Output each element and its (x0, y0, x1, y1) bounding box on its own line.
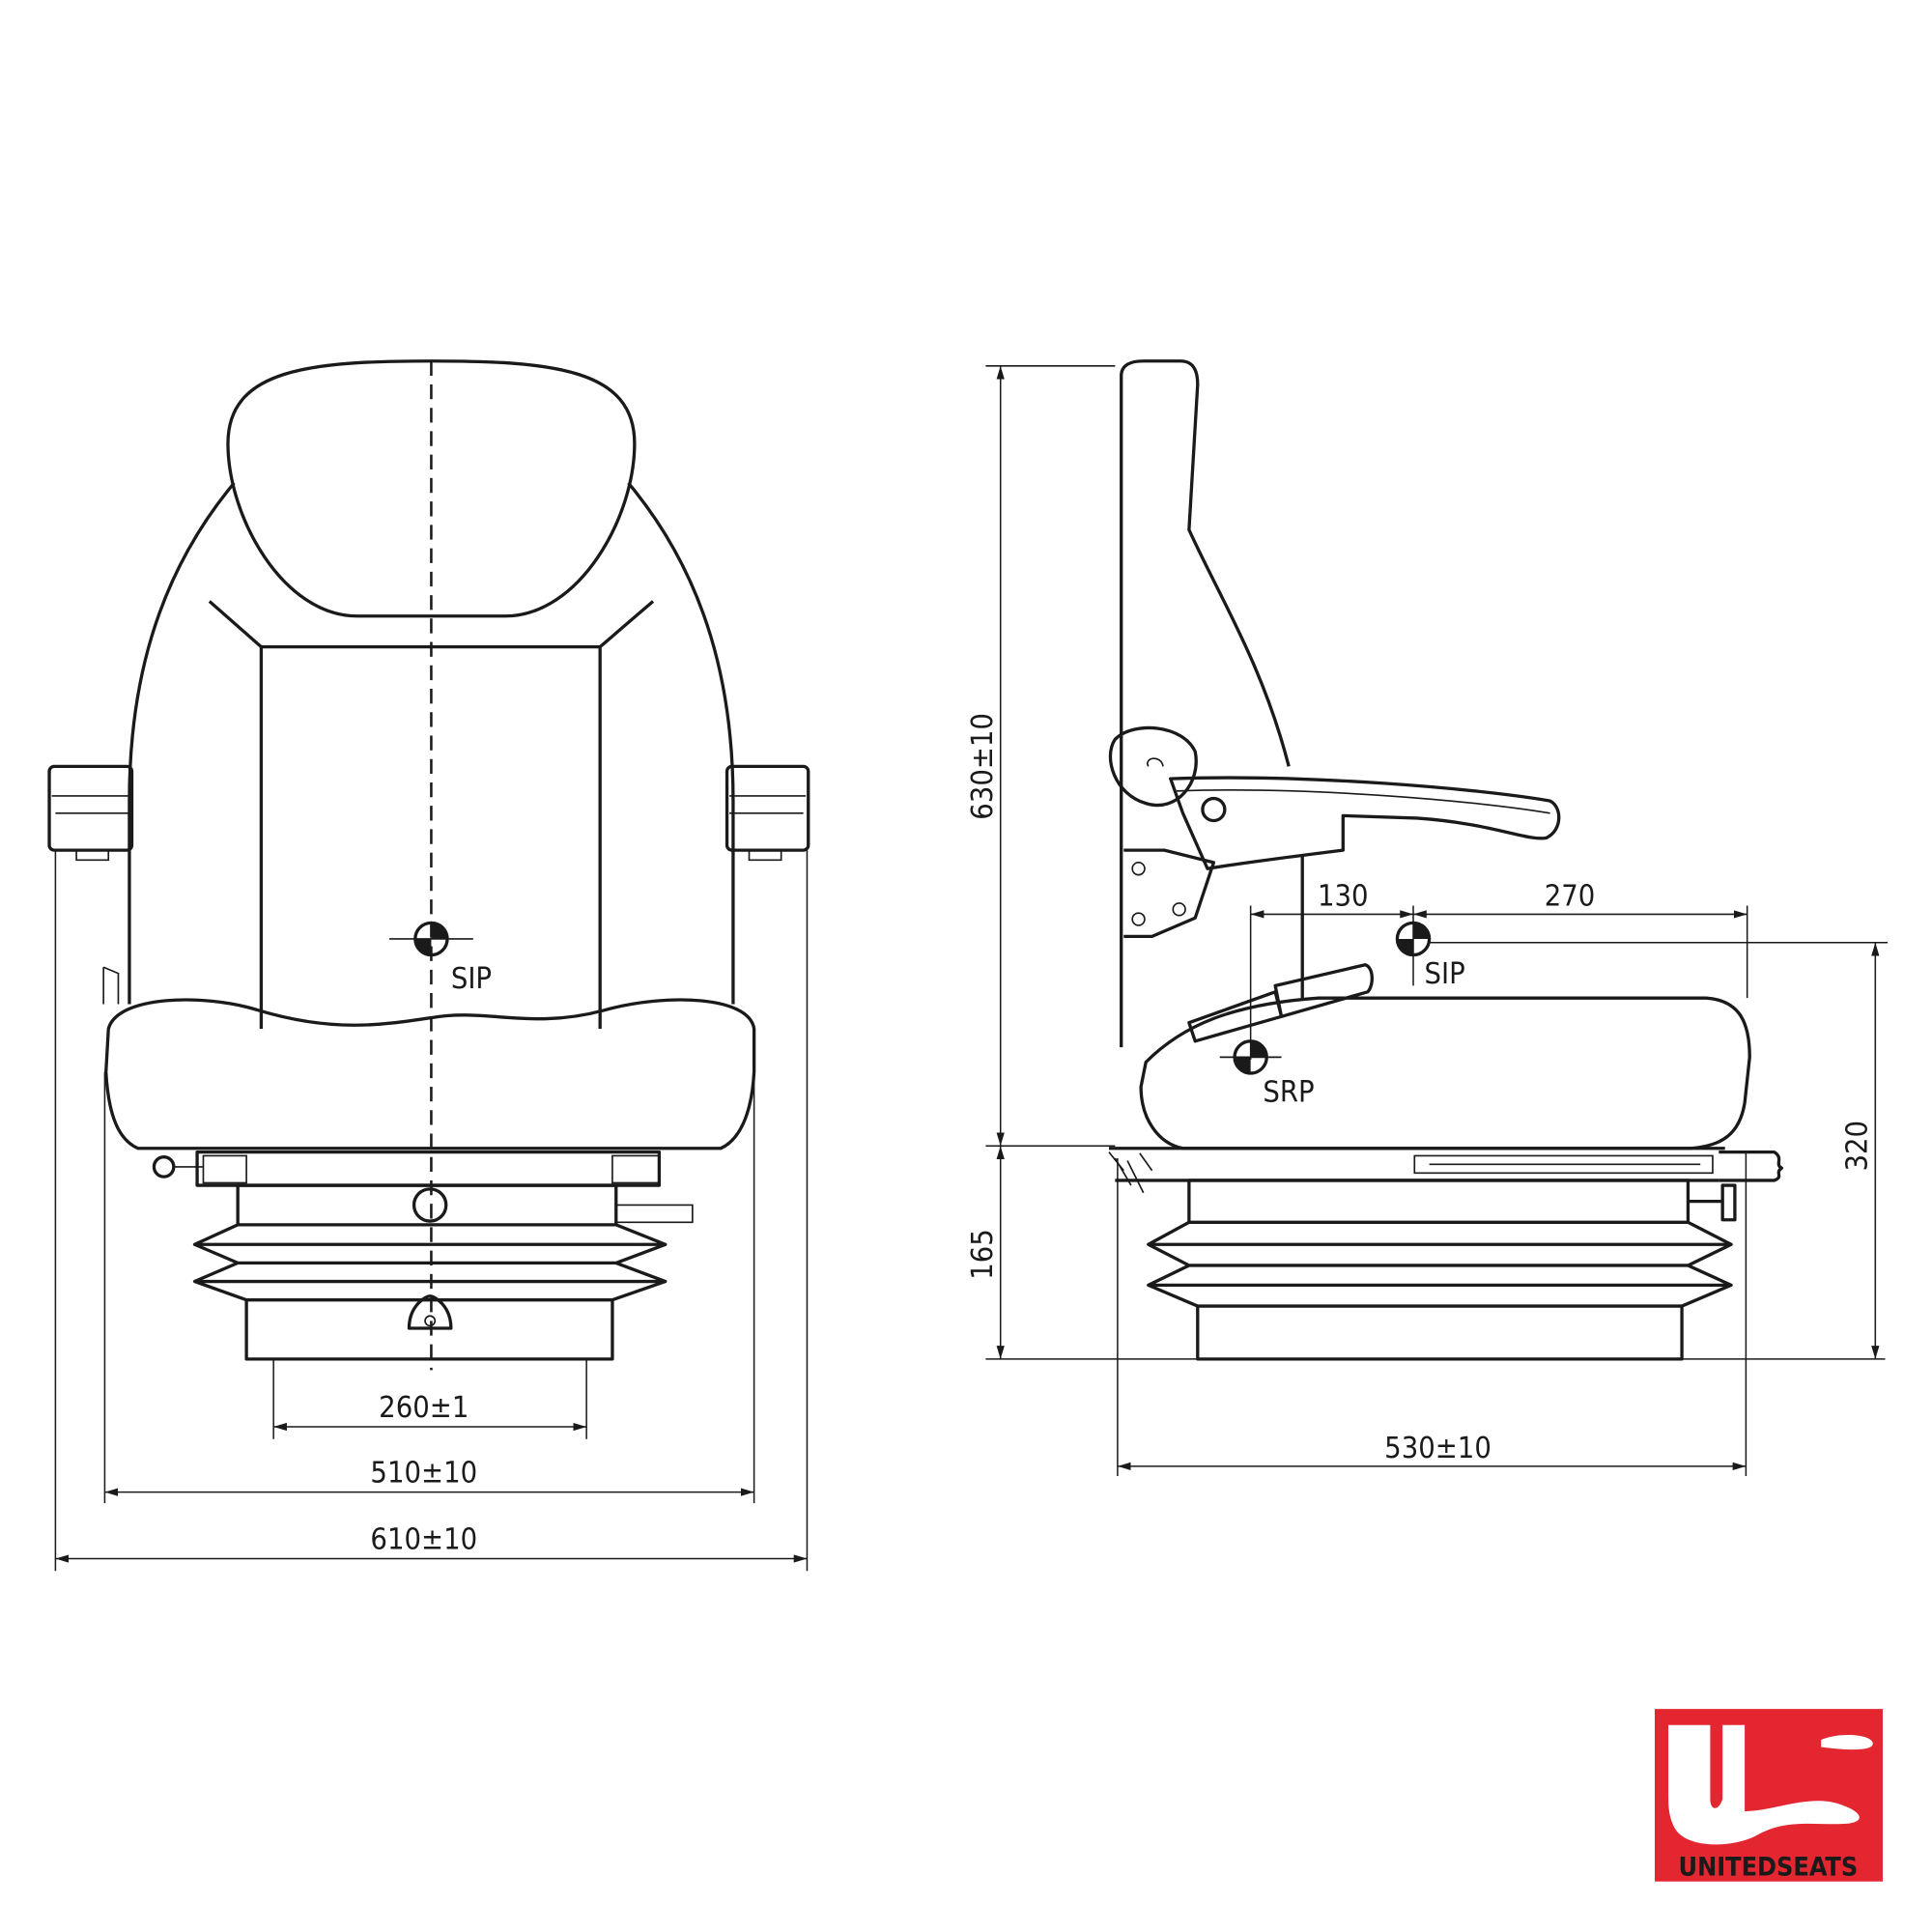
dim-srp-to-sip: 130 (1318, 879, 1369, 913)
side-armrest (1169, 776, 1561, 870)
side-view: SIP SRP 630±10 165 320 530±10 130 270 (966, 359, 1889, 1477)
armrest-right (724, 764, 810, 862)
suspension-top (236, 1183, 618, 1227)
side-suspension-top (1187, 1179, 1690, 1224)
dim-sip-height: 320 (1840, 1121, 1874, 1172)
backrest-outline (128, 481, 735, 1005)
adjust-knob-icon (152, 1155, 176, 1179)
side-bellows (1147, 1220, 1733, 1308)
sip-marker-icon (389, 921, 473, 957)
headrest (226, 359, 637, 618)
sip-label: SIP (451, 962, 492, 996)
side-backrest (1120, 359, 1291, 1048)
armrest-bracket (1123, 848, 1216, 939)
backrest-lever (102, 966, 120, 1005)
side-suspension-base (1196, 1304, 1684, 1361)
wiring-harness (1108, 1151, 1153, 1194)
height-knob-icon (1688, 1183, 1737, 1222)
logo-text: UNITEDSEATS (1679, 1852, 1859, 1882)
dim-overall-width: 610±10 (370, 1522, 477, 1556)
backrest-recline-lever (1187, 963, 1374, 1043)
height-lever (615, 1204, 694, 1224)
front-view: SIP 260±1 510±10 610±10 (47, 359, 810, 1572)
srp-label: SRP (1263, 1075, 1314, 1109)
unitedseats-logo: UNITEDSEATS (1655, 1709, 1883, 1882)
dim-sip-to-front: 270 (1545, 879, 1596, 913)
slide-rail (195, 1150, 662, 1187)
armrest-left (47, 764, 134, 862)
dim-depth: 530±10 (1384, 1432, 1492, 1465)
dim-suspension-height: 165 (966, 1229, 1000, 1280)
dim-mount-width: 260±1 (379, 1391, 469, 1425)
side-sip-label: SIP (1424, 957, 1464, 991)
dim-backrest-height: 630±10 (966, 713, 1000, 820)
dim-seat-width: 510±10 (370, 1456, 477, 1490)
seat-cushion (104, 998, 756, 1151)
weight-dial-icon (407, 1294, 453, 1330)
pivot-bolt-icon (1201, 796, 1227, 823)
fore-aft-handle (1719, 1150, 1784, 1182)
bellows (192, 1223, 668, 1302)
side-seat-cushion (1139, 996, 1751, 1151)
logo-mark (1668, 1724, 1860, 1845)
armrest-pivot (1108, 725, 1198, 808)
suspension-base (244, 1298, 614, 1361)
